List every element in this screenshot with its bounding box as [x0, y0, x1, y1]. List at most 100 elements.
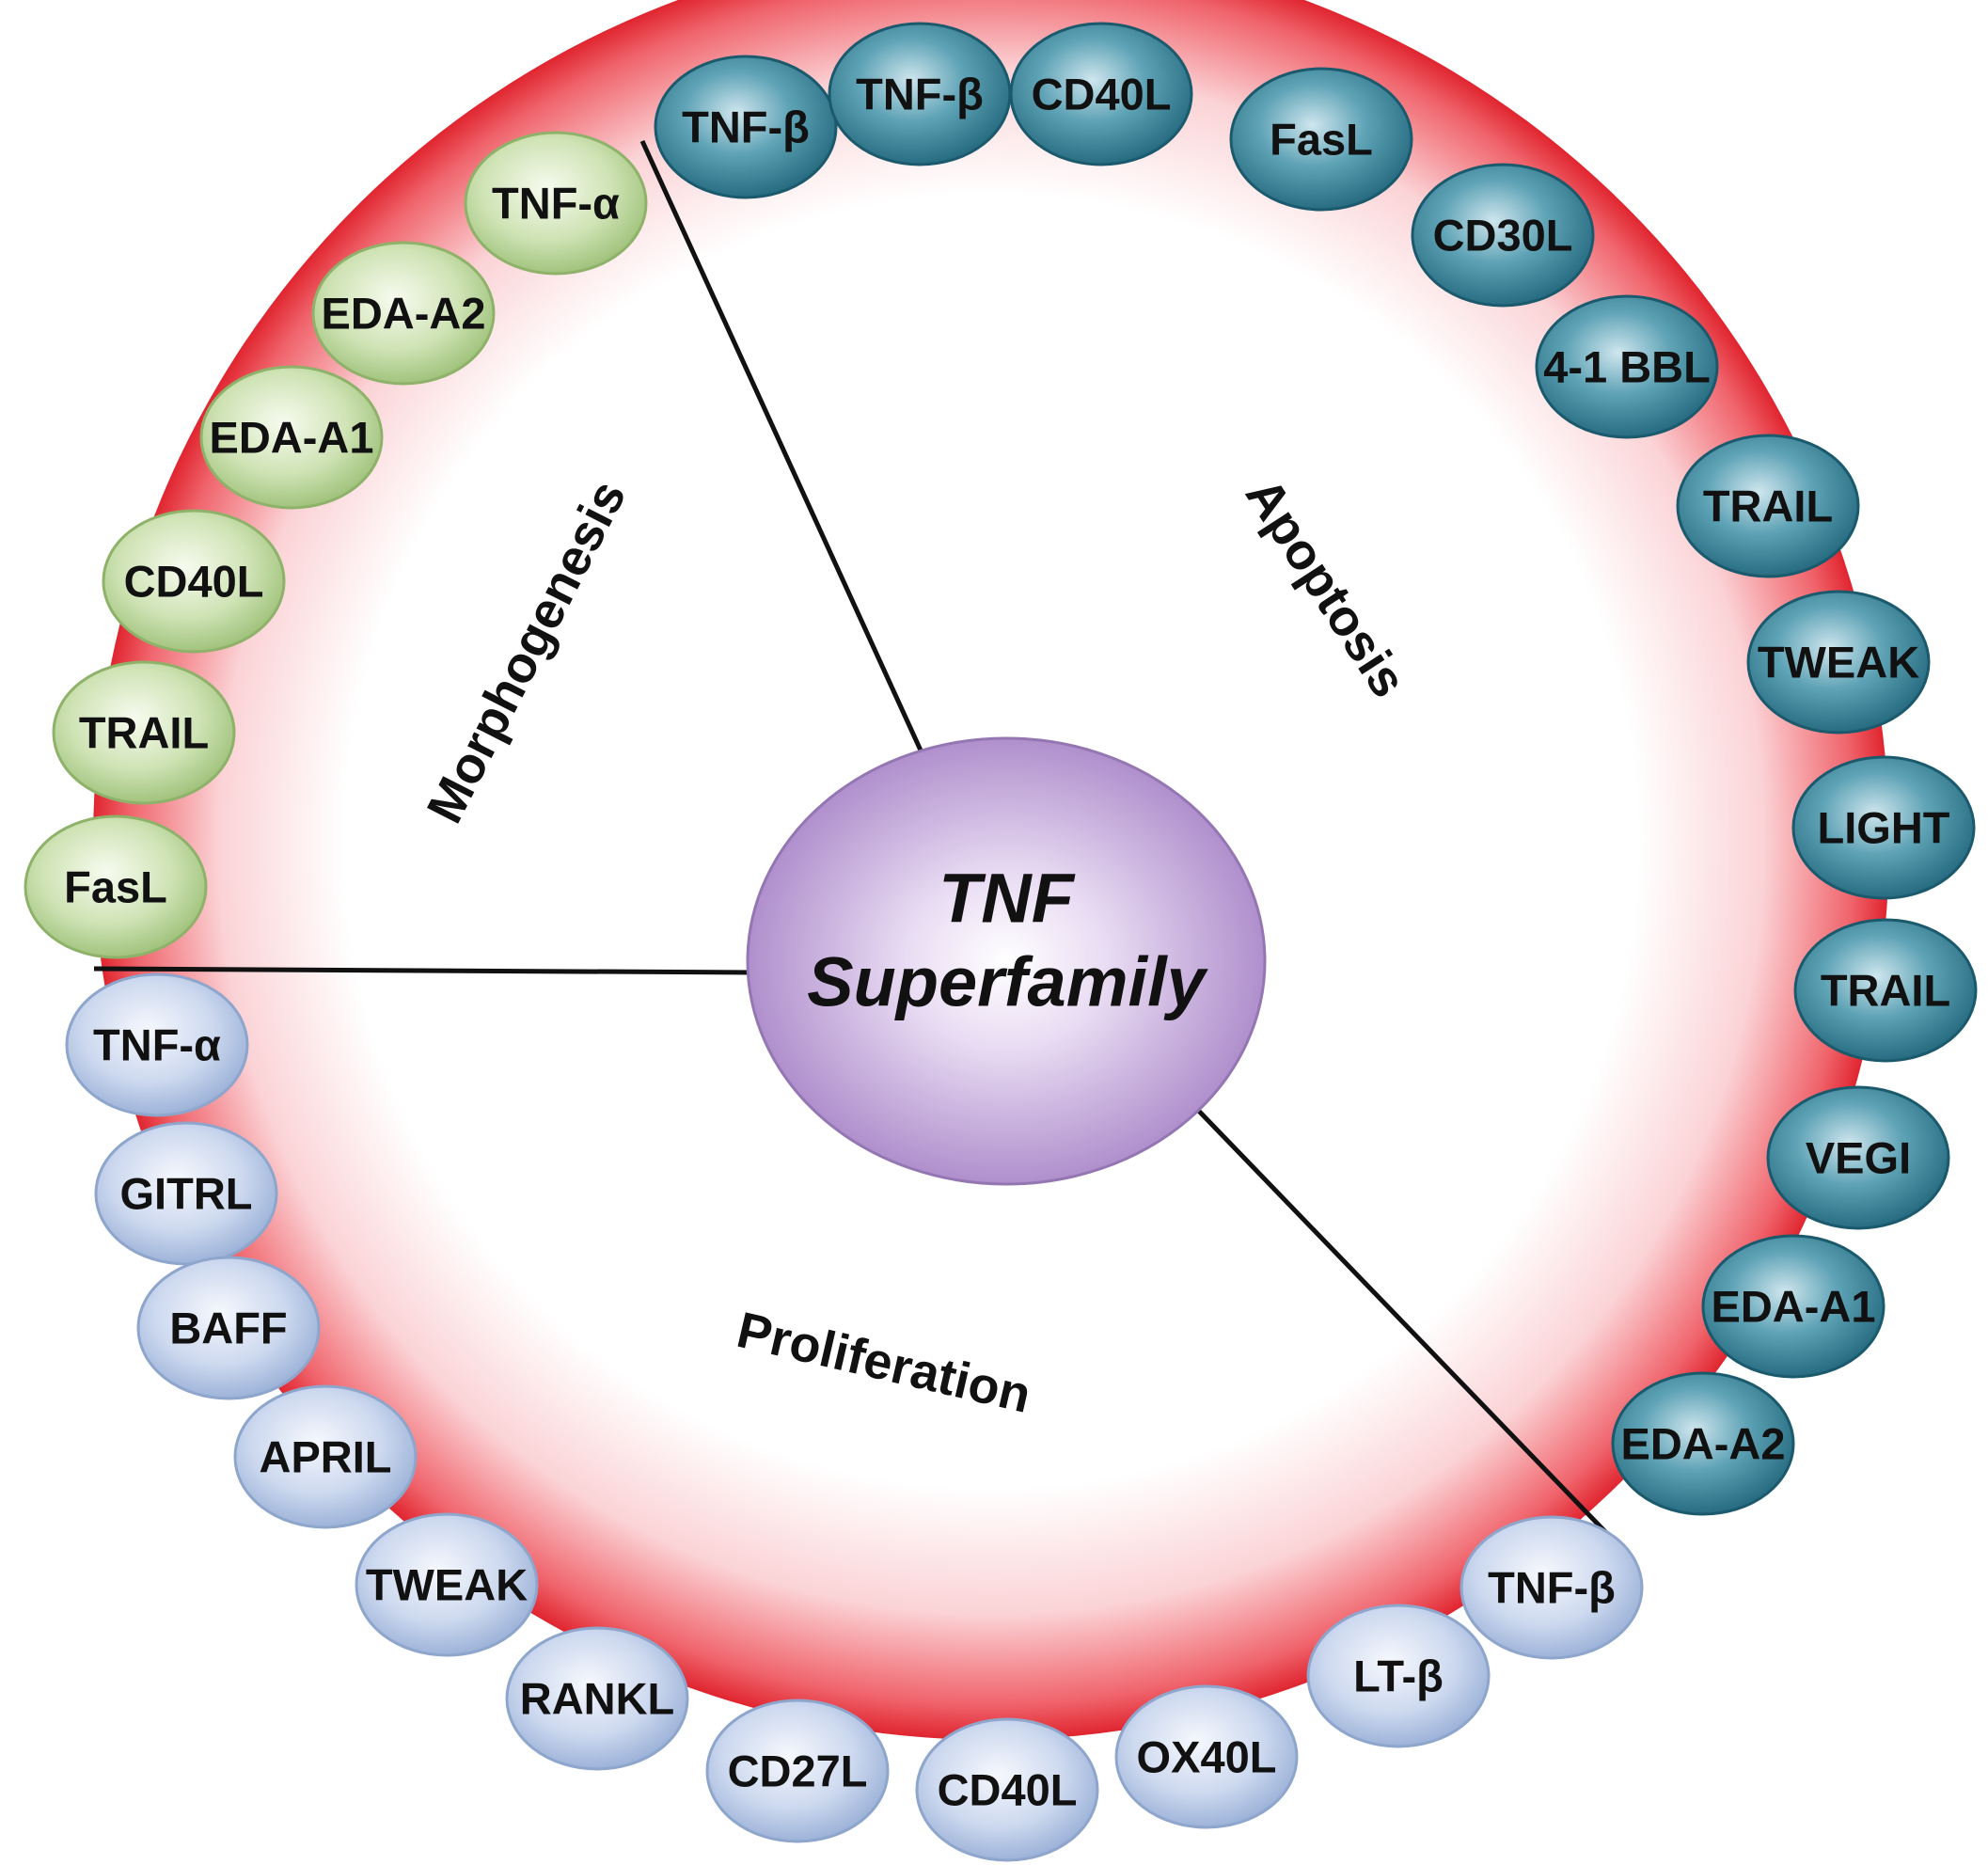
divider-line-morphogenesis-proliferation [93, 966, 753, 975]
apoptosis-node-label: LIGHT [1818, 803, 1950, 853]
center-ellipse [746, 736, 1267, 1186]
apoptosis-node-label: TRAIL [1821, 966, 1950, 1016]
proliferation-node-label: TNF-α [93, 1020, 221, 1070]
apoptosis-node: TNF-β [654, 55, 838, 199]
proliferation-node-ellipse [705, 1699, 890, 1843]
proliferation-node-label: BAFF [169, 1304, 287, 1353]
apoptosis-node: TNF-β [828, 22, 1012, 166]
morphogenesis-node-ellipse [199, 365, 384, 510]
proliferation-node: GITRL [94, 1121, 278, 1266]
center-node: TNF Superfamily [746, 736, 1267, 1186]
proliferation-node-label: OX40L [1137, 1732, 1277, 1782]
apoptosis-node-label: TWEAK [1758, 638, 1919, 688]
morphogenesis-node-label: EDA-A1 [210, 413, 374, 463]
morphogenesis-node-label: TRAIL [79, 708, 209, 758]
apoptosis-node: EDA-A2 [1611, 1371, 1795, 1516]
proliferation-node: RANKL [505, 1626, 689, 1771]
apoptosis-node-label: CD30L [1433, 211, 1573, 261]
morphogenesis-node-ellipse [464, 131, 648, 276]
apoptosis-node-label: 4-1 BBL [1543, 342, 1711, 392]
apoptosis-node: TRAIL [1676, 434, 1860, 578]
proliferation-node: OX40L [1114, 1684, 1299, 1829]
apoptosis-node: VEGI [1766, 1085, 1950, 1230]
proliferation-node-ellipse [233, 1384, 418, 1529]
proliferation-node-label: GITRL [120, 1169, 253, 1219]
morphogenesis-node: EDA-A2 [311, 241, 496, 386]
apoptosis-node-ellipse [1611, 1371, 1795, 1516]
morphogenesis-node-ellipse [24, 814, 208, 959]
apoptosis-node-label: EDA-A1 [1712, 1282, 1876, 1332]
proliferation-node-label: TNF-β [1488, 1563, 1616, 1613]
apoptosis-node-label: TRAIL [1703, 482, 1833, 531]
apoptosis-node-ellipse [1229, 67, 1413, 212]
apoptosis-node: LIGHT [1791, 755, 1976, 900]
apoptosis-node-ellipse [1009, 22, 1193, 166]
proliferation-node-ellipse [915, 1717, 1099, 1862]
apoptosis-node: CD40L [1009, 22, 1193, 166]
proliferation-node: CD40L [915, 1717, 1099, 1862]
apoptosis-node: CD30L [1411, 163, 1595, 308]
proliferation-node-label: TWEAK [366, 1560, 528, 1610]
morphogenesis-node-label: FasL [64, 862, 167, 912]
proliferation-node-label: LT-β [1353, 1652, 1444, 1701]
morphogenesis-node: CD40L [102, 509, 286, 654]
proliferation-node-label: CD27L [728, 1746, 868, 1796]
divider-line-proliferation-apoptosis [1185, 1097, 1616, 1542]
apoptosis-node-ellipse [1535, 294, 1719, 439]
morphogenesis-node: TNF-α [464, 131, 648, 276]
proliferation-node-ellipse [1114, 1684, 1299, 1829]
proliferation-node: TWEAK [355, 1512, 539, 1657]
apoptosis-node-ellipse [1411, 163, 1595, 308]
apoptosis-node-ellipse [1793, 918, 1978, 1063]
proliferation-node: CD27L [705, 1699, 890, 1843]
apoptosis-node-label: TNF-β [682, 103, 810, 152]
proliferation-node-label: RANKL [520, 1674, 674, 1724]
apoptosis-node-label: VEGI [1806, 1133, 1911, 1183]
proliferation-node: APRIL [233, 1384, 418, 1529]
proliferation-node: TNF-α [65, 972, 249, 1117]
proliferation-node-ellipse [505, 1626, 689, 1771]
proliferation-node-label: CD40L [938, 1765, 1078, 1815]
apoptosis-node-ellipse [654, 55, 838, 199]
divider-line-apoptosis-morphogenesis [639, 139, 924, 754]
proliferation-node-ellipse [136, 1256, 321, 1400]
apoptosis-node: TWEAK [1746, 590, 1931, 735]
apoptosis-node-ellipse [1791, 755, 1976, 900]
apoptosis-node-label: CD40L [1032, 70, 1172, 119]
apoptosis-node-label: TNF-β [856, 70, 984, 119]
center-label-line1: TNF [939, 860, 1076, 938]
morphogenesis-node: EDA-A1 [199, 365, 384, 510]
apoptosis-node-ellipse [1676, 434, 1860, 578]
proliferation-node: TNF-β [1459, 1515, 1644, 1660]
morphogenesis-node-ellipse [52, 660, 236, 805]
apoptosis-node: 4-1 BBL [1535, 294, 1719, 439]
proliferation-node-ellipse [1306, 1604, 1491, 1748]
apoptosis-node-label: FasL [1270, 115, 1373, 165]
apoptosis-node-label: EDA-A2 [1621, 1419, 1786, 1469]
morphogenesis-node-ellipse [102, 509, 286, 654]
morphogenesis-node-ellipse [311, 241, 496, 386]
proliferation-node-ellipse [1459, 1515, 1644, 1660]
proliferation-node-label: APRIL [260, 1432, 392, 1482]
proliferation-node-ellipse [65, 972, 249, 1117]
proliferation-node: LT-β [1306, 1604, 1491, 1748]
apoptosis-node-ellipse [1766, 1085, 1950, 1230]
apoptosis-node-ellipse [1746, 590, 1931, 735]
apoptosis-node-ellipse [1701, 1234, 1885, 1379]
morphogenesis-node-label: CD40L [124, 557, 264, 607]
divider-lines [93, 139, 1616, 1542]
center-label-line2: Superfamily [807, 943, 1208, 1021]
morphogenesis-node-label: EDA-A2 [322, 289, 486, 339]
morphogenesis-node: TRAIL [52, 660, 236, 805]
apoptosis-node: EDA-A1 [1701, 1234, 1885, 1379]
morphogenesis-node-label: TNF-α [492, 179, 620, 229]
proliferation-node-ellipse [94, 1121, 278, 1266]
morphogenesis-node: FasL [24, 814, 208, 959]
proliferation-node: BAFF [136, 1256, 321, 1400]
apoptosis-node: FasL [1229, 67, 1413, 212]
proliferation-node-ellipse [355, 1512, 539, 1657]
